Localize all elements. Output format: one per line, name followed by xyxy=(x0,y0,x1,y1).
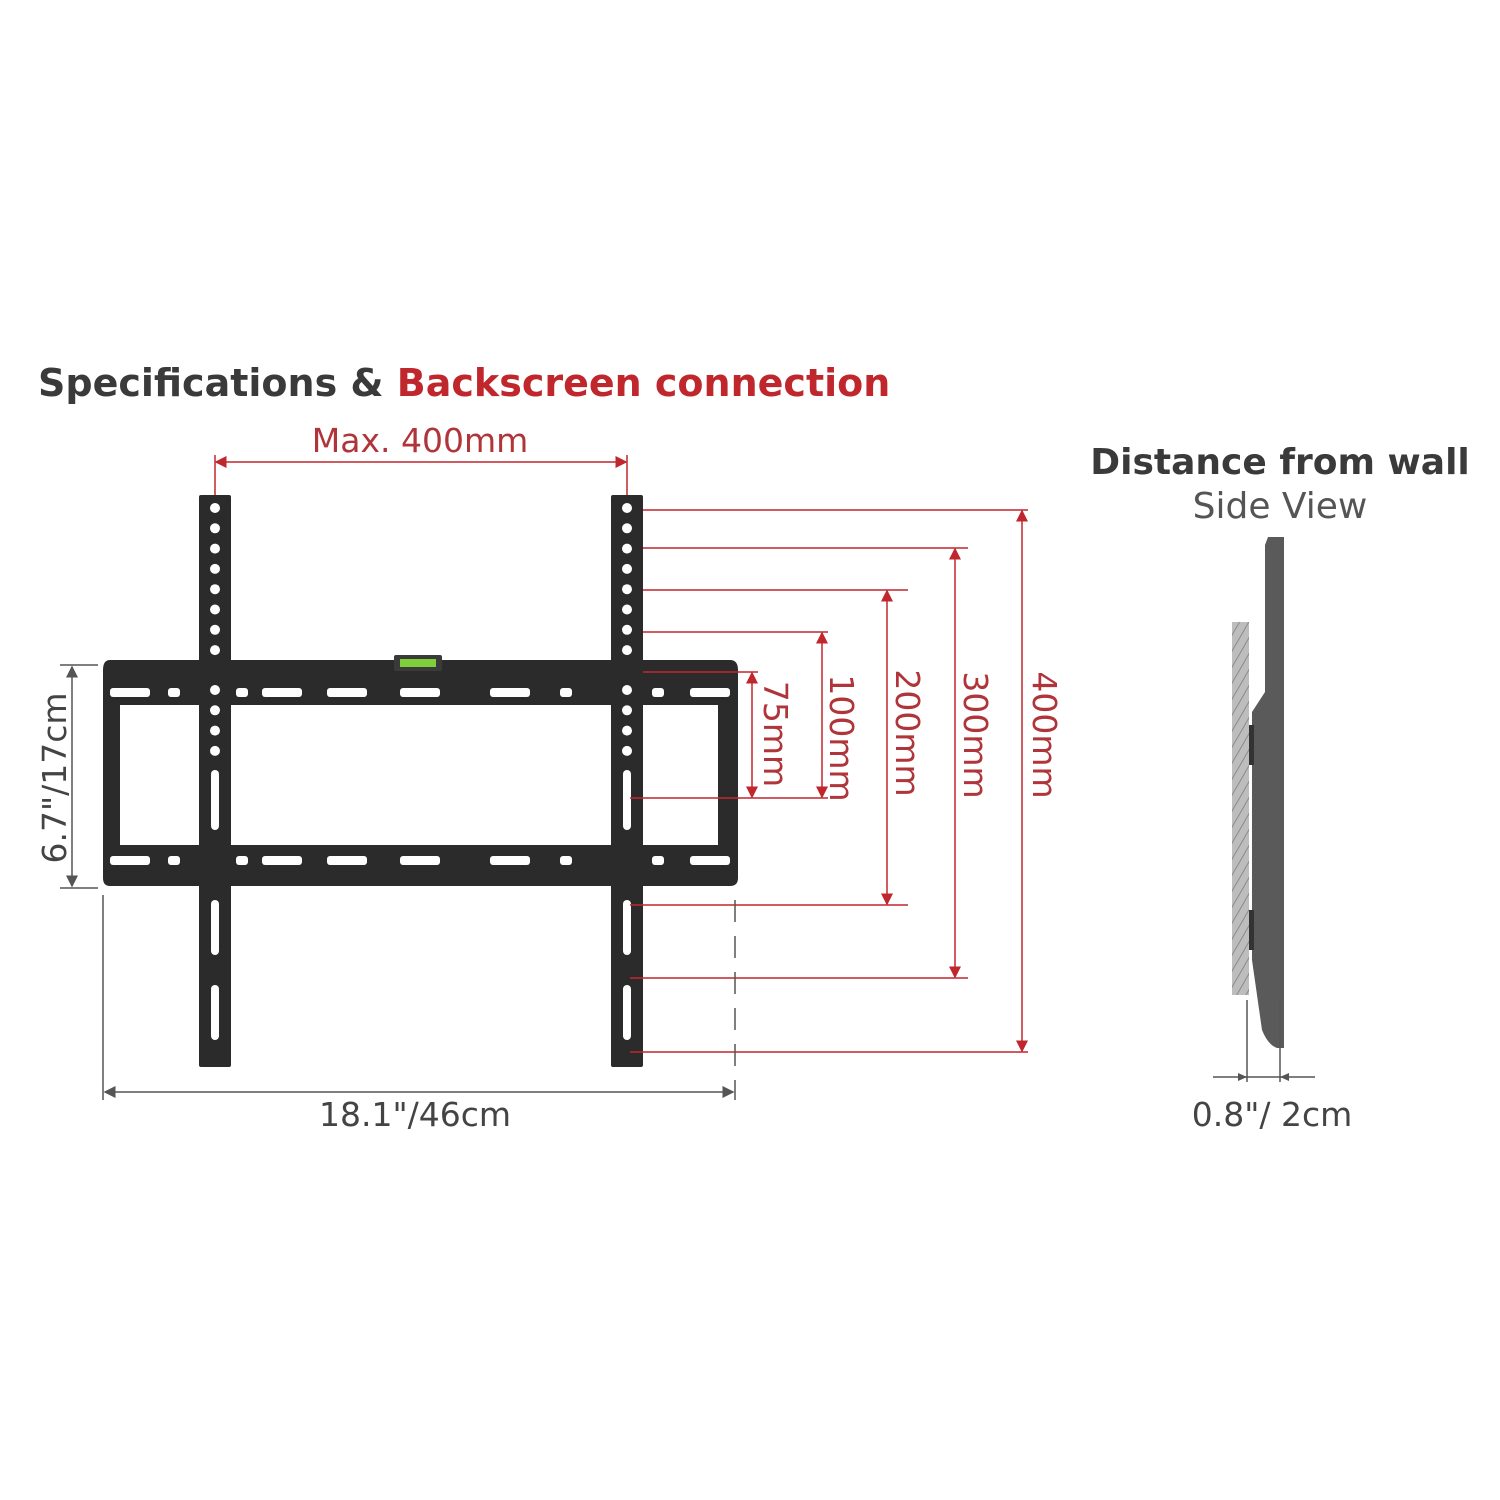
arm-hole xyxy=(622,745,632,756)
mounting-slot xyxy=(262,688,302,697)
arm-slot xyxy=(623,770,631,830)
frame-body xyxy=(103,660,738,886)
mounting-slot xyxy=(490,856,530,865)
title-part-specifications: Specifications & xyxy=(38,361,397,405)
arm-hole xyxy=(210,584,220,595)
arm-hole xyxy=(210,624,220,635)
arm-hole xyxy=(210,543,220,554)
mounting-slot xyxy=(236,688,248,697)
arm-hole xyxy=(210,503,220,513)
mounting-slot xyxy=(652,688,664,697)
vesa-300-label: 300mm xyxy=(956,671,995,798)
arm-hole xyxy=(210,563,220,574)
bubble-level-vial xyxy=(400,659,436,667)
vesa-400-label: 400mm xyxy=(1025,671,1064,798)
wall-section xyxy=(1232,622,1249,995)
mounting-slot xyxy=(262,856,302,865)
vesa-extension-lines xyxy=(630,509,1028,1053)
mounting-hole xyxy=(416,688,424,696)
arm-hole xyxy=(622,563,632,574)
arm-slot xyxy=(623,985,631,1040)
title-part-backscreen: Backscreen connection xyxy=(397,361,891,405)
mounting-slot xyxy=(327,688,367,697)
arm-hole xyxy=(210,745,220,756)
arm-hole xyxy=(622,705,632,716)
mounting-slot xyxy=(560,688,572,697)
arm-hole xyxy=(622,543,632,554)
arm-hole xyxy=(622,645,632,656)
arm-holes xyxy=(210,503,632,1040)
frame-width-label: 18.1"/46cm xyxy=(319,1095,511,1134)
arm-slot xyxy=(623,900,631,955)
arm-hole xyxy=(622,604,632,615)
arm-slot xyxy=(211,900,219,955)
frame-slots xyxy=(110,688,730,865)
mounting-slot xyxy=(110,688,150,697)
mounting-slot xyxy=(110,856,150,865)
arm-hole xyxy=(622,624,632,635)
mounting-slot xyxy=(690,688,730,697)
frame-height-label: 6.7"/17cm xyxy=(35,692,74,863)
arm-hole xyxy=(210,523,220,534)
mounting-slot xyxy=(490,688,530,697)
page-title: Specifications & Backscreen connection xyxy=(38,361,890,405)
mounting-slot xyxy=(690,856,730,865)
bracket-side-top xyxy=(1249,725,1254,765)
mounting-slot xyxy=(652,856,664,865)
arm-hole xyxy=(210,685,220,695)
mounting-slot xyxy=(168,688,180,697)
side-view-drawing xyxy=(1213,537,1315,1082)
vertical-arms xyxy=(199,495,643,1067)
mounting-slot xyxy=(560,856,572,865)
arm-hole xyxy=(210,645,220,656)
arm-slot xyxy=(211,770,219,830)
wall-distance-label: 0.8"/ 2cm xyxy=(1192,1095,1353,1134)
arm-hole xyxy=(210,604,220,615)
arm-hole xyxy=(622,685,632,695)
vesa-100-label: 100mm xyxy=(822,674,861,801)
mounting-hole xyxy=(416,856,424,864)
side-view-subheading: Side View xyxy=(1193,486,1368,527)
vesa-200-label: 200mm xyxy=(888,669,927,796)
arm-slot xyxy=(211,985,219,1040)
arm-hole xyxy=(622,503,632,513)
vesa-75-label: 75mm xyxy=(756,681,795,787)
arm-hole xyxy=(210,705,220,716)
bracket-side-bottom xyxy=(1249,910,1254,950)
mounting-slot xyxy=(327,856,367,865)
arm-hole xyxy=(622,725,632,736)
arm-hole xyxy=(622,584,632,595)
arm-hole xyxy=(622,523,632,534)
tv-side-profile xyxy=(1252,537,1284,1048)
side-view-heading: Distance from wall xyxy=(1090,442,1470,483)
mounting-slot xyxy=(168,856,180,865)
bracket-frame xyxy=(103,655,738,886)
mounting-slot xyxy=(236,856,248,865)
max-width-label: Max. 400mm xyxy=(312,421,528,460)
arm-hole xyxy=(210,725,220,736)
